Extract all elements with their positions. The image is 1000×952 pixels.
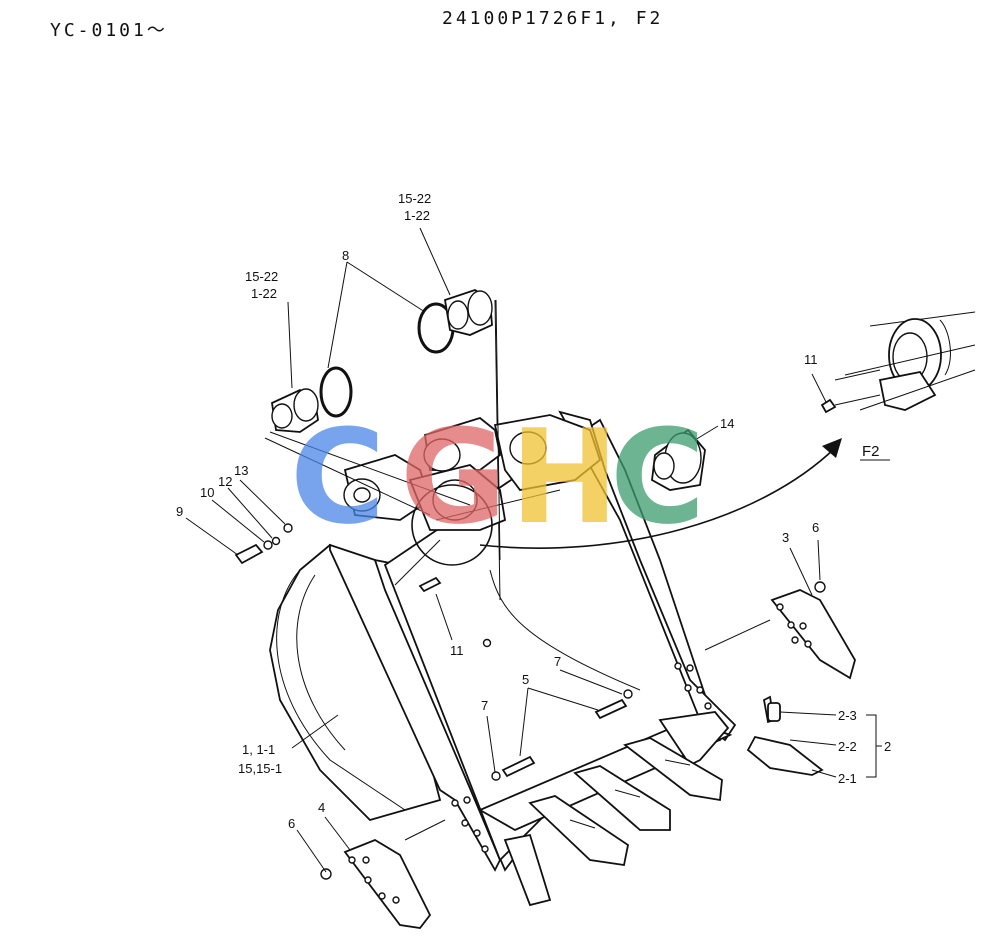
watermark-letter-c1: C: [290, 401, 385, 553]
callout-10: 10: [200, 485, 214, 500]
callout-8: 8: [342, 248, 349, 263]
callout-2: 2: [884, 739, 891, 754]
serial-range-label: YC-0101〜: [50, 20, 168, 41]
callout-11-lower: 11: [450, 643, 464, 658]
leader-lines: [185, 227, 890, 873]
callout-3: 3: [782, 530, 789, 545]
watermark-letter-g: G: [400, 401, 507, 553]
callout-15-22-left: 15-22: [245, 269, 278, 284]
detail-f2-view: [820, 311, 976, 414]
callout-2-3: 2-3: [838, 708, 857, 723]
callout-13: 13: [234, 463, 248, 478]
watermark-letter-h: H: [510, 401, 619, 553]
side-cutters: [320, 581, 856, 929]
bushings: [234, 289, 706, 781]
callouts: 15-22 1-22 15-22 1-22 8 14 11 11 9 10 12…: [176, 191, 891, 831]
callout-7-b: 7: [481, 698, 488, 713]
callout-12: 12: [218, 474, 232, 489]
bucket-ears: [264, 414, 602, 566]
callout-14: 14: [720, 416, 734, 431]
callout-6-right: 6: [812, 520, 819, 535]
watermark: C G H C: [290, 401, 705, 553]
detail-circle-f2: [411, 484, 493, 566]
callout-1-1-1: 1, 1-1: [242, 742, 275, 757]
callout-1-22-left: 1-22: [251, 286, 277, 301]
bucket-teeth: [503, 711, 730, 907]
callout-2-1: 2-1: [838, 771, 857, 786]
callout-5: 5: [522, 672, 529, 687]
bucket-body: [269, 299, 737, 872]
callout-15-15-1: 15,15-1: [238, 761, 282, 776]
detail-arrow-head: [822, 438, 842, 458]
callout-6-left: 6: [288, 816, 295, 831]
callout-1-22-top: 1-22: [404, 208, 430, 223]
callout-4: 4: [318, 800, 325, 815]
callout-11-upper: 11: [804, 352, 818, 367]
detail-label-f2: F2: [862, 443, 880, 460]
detail-arrow: [479, 447, 836, 549]
callout-7-a: 7: [554, 654, 561, 669]
watermark-letter-c2: C: [610, 401, 705, 553]
callout-15-22-top: 15-22: [398, 191, 431, 206]
tooth-assembly: [746, 695, 824, 776]
callout-9: 9: [176, 504, 183, 519]
callout-2-2: 2-2: [838, 739, 857, 754]
part-number-label: 24100P1726F1, F2: [442, 8, 664, 29]
